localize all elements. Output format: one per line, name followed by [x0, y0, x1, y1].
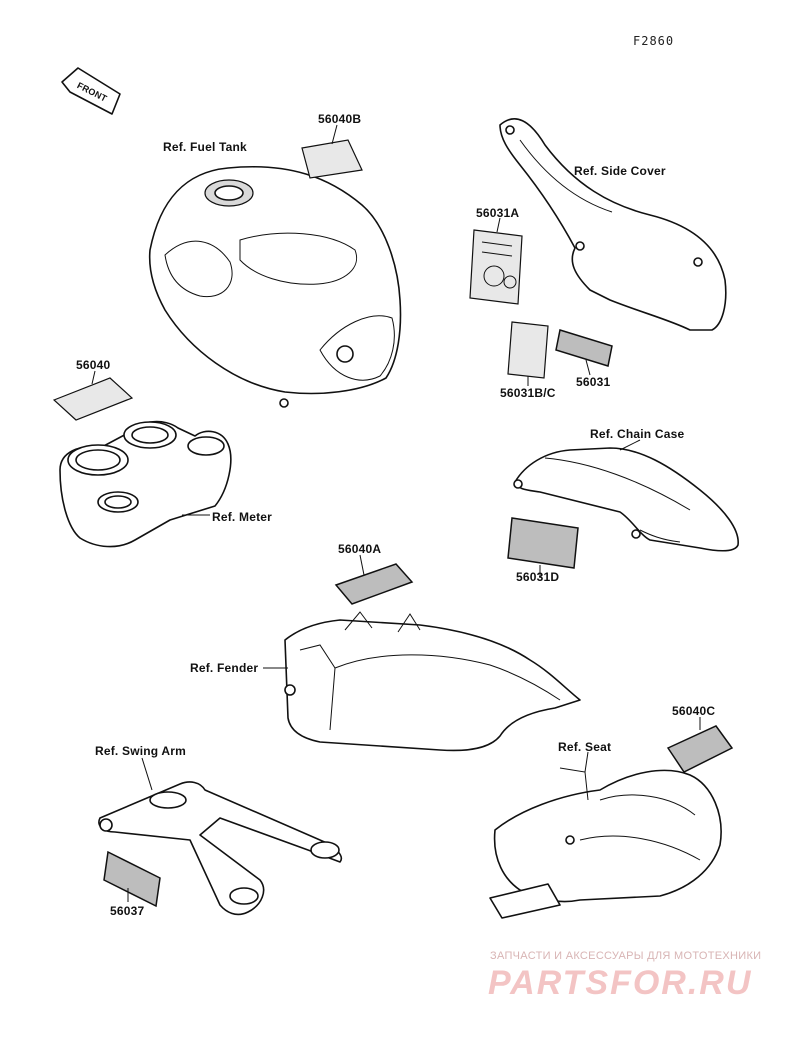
- decal-56031: [555, 329, 613, 367]
- fender-drawing: [284, 611, 581, 752]
- part-number-56040C: 56040C: [672, 704, 716, 718]
- decal-56037: [103, 850, 161, 908]
- diagram-code: F2860: [633, 34, 675, 48]
- part-number-56037: 56037: [110, 904, 145, 918]
- decal-56040: [52, 377, 134, 421]
- decal-56031BC: [507, 321, 549, 379]
- ref-fender-label: Ref. Fender: [190, 661, 259, 675]
- part-number-56031BC: 56031B/C: [500, 386, 556, 400]
- seat-drawing: [489, 767, 722, 919]
- ref-swing-arm-label: Ref. Swing Arm: [95, 744, 187, 758]
- decal-56040C: [666, 725, 734, 773]
- part-number-56040B: 56040B: [318, 112, 362, 126]
- chain-case-drawing: [513, 447, 739, 552]
- front-arrow-icon: [61, 67, 121, 115]
- meter-drawing: [59, 420, 232, 548]
- part-number-56031: 56031: [576, 375, 611, 389]
- ref-fuel-tank-label: Ref. Fuel Tank: [163, 140, 247, 154]
- part-number-56040A: 56040A: [338, 542, 382, 556]
- swing-arm-drawing: [98, 781, 342, 916]
- fuel-tank-drawing: [148, 165, 402, 408]
- ref-chain-case-label: Ref. Chain Case: [590, 427, 685, 441]
- watermark-brand: PARTSFOR.RU: [488, 964, 753, 1002]
- part-number-56031A: 56031A: [476, 206, 520, 220]
- decal-56040B: [301, 139, 363, 179]
- watermark-tagline: ЗАПЧАСТИ И АКСЕССУАРЫ ДЛЯ МОТОТЕХНИКИ: [490, 950, 762, 962]
- ref-meter-label: Ref. Meter: [212, 510, 273, 524]
- decal-56031D: [507, 517, 579, 569]
- ref-side-cover-label: Ref. Side Cover: [574, 164, 666, 178]
- part-number-56040: 56040: [76, 358, 111, 372]
- decal-56031A: [469, 229, 523, 305]
- ref-seat-label: Ref. Seat: [558, 740, 612, 754]
- decal-56040A: [334, 563, 414, 605]
- side-cover-drawing: [499, 118, 727, 331]
- part-number-56031D: 56031D: [516, 570, 560, 584]
